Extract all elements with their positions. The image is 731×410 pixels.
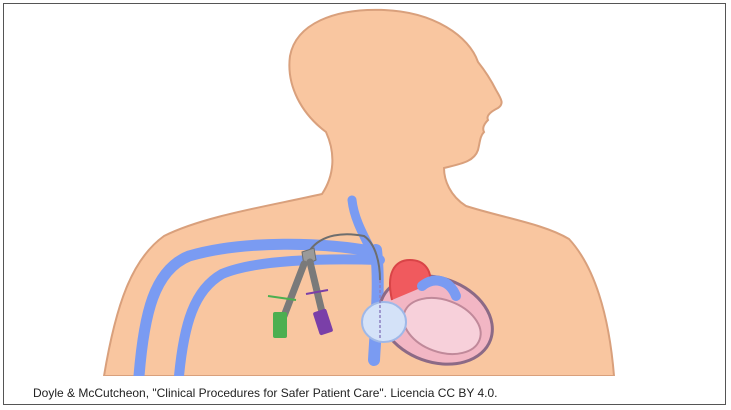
upper-body-silhouette bbox=[104, 10, 614, 376]
right-atrium bbox=[362, 302, 406, 342]
figure-frame: Doyle & McCutcheon, "Clinical Procedures… bbox=[3, 3, 726, 405]
figure-caption: Doyle & McCutcheon, "Clinical Procedures… bbox=[33, 386, 498, 400]
lumen-green-cap bbox=[273, 312, 287, 338]
central-venous-catheter-illustration bbox=[4, 4, 726, 376]
